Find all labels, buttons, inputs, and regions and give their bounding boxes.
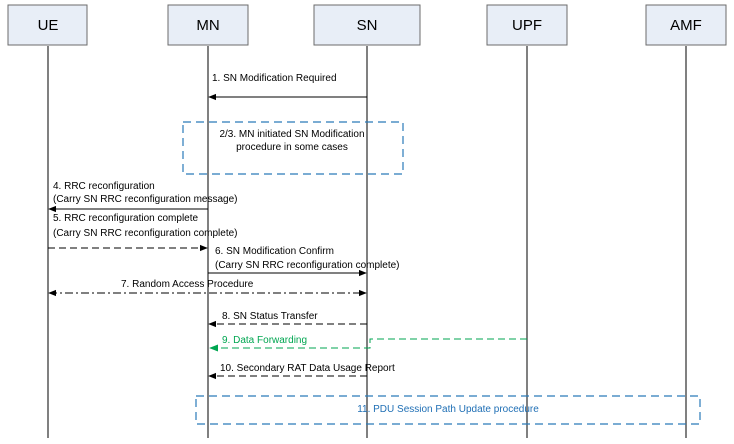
entity-mn: MN [167,4,249,46]
entity-sn-label: SN [357,17,378,34]
msg-9-arrow [209,338,527,352]
msg-10-label: 10. Secondary RAT Data Usage Report [220,363,395,374]
entity-amf-label: AMF [670,17,702,34]
procedure-box-11 [195,395,701,425]
msg-2-3-label-line2: procedure in some cases [236,142,348,153]
entity-upf-label: UPF [512,17,542,34]
msg-1-label: 1. SN Modification Required [212,73,337,84]
msg-6-label-line2: (Carry SN RRC reconfiguration complete) [215,260,400,271]
msg-8-label: 8. SN Status Transfer [222,311,318,322]
msg-5-label-line2: (Carry SN RRC reconfiguration complete) [53,228,238,239]
msg-2-3-label-line1: 2/3. MN initiated SN Modification [219,129,364,140]
msg-6-label-line1: 6. SN Modification Confirm [215,246,334,257]
msg-4-label-line2: (Carry SN RRC reconfiguration message) [53,194,238,205]
msg-9-label: 9. Data Forwarding [222,335,307,346]
entity-ue: UE [7,4,88,46]
procedure-box-2-3 [182,121,404,175]
msg-7-label: 7. Random Access Procedure [121,279,254,290]
entity-amf: AMF [645,4,727,46]
entity-upf: UPF [486,4,568,46]
msg-5-label-line1: 5. RRC reconfiguration complete [53,213,199,224]
msg-11-label: 11. PDU Session Path Update procedure [357,404,539,415]
entity-sn: SN [313,4,421,46]
entity-ue-label: UE [38,17,59,34]
entity-mn-label: MN [196,17,219,34]
msg-4-label-line1: 4. RRC reconfiguration [53,181,155,192]
